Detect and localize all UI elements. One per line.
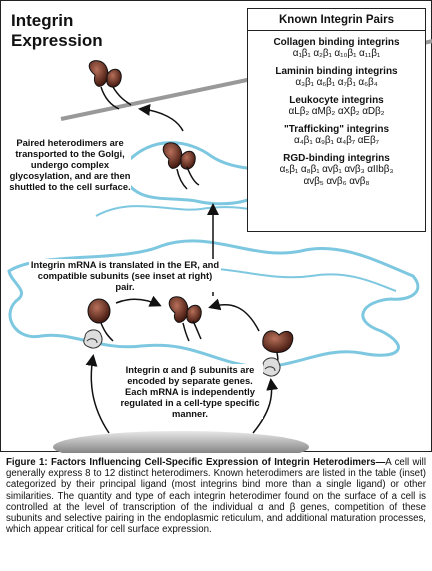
inset-header: Known Integrin Pairs [248,9,425,31]
group-collagen: Collagen binding integrins α₁β₁ α₂β₁ α₁₀… [248,37,425,60]
integrin-diagram [7,39,432,453]
group-name: Leukocyte integrins [289,95,384,106]
group-name: Collagen binding integrins [273,37,400,48]
title-line-1: Integrin [11,11,74,30]
golgi-integrin [162,142,200,190]
ribosome-right [261,357,281,377]
group-pairs: α₁β₁ α₂β₁ α₁₀β₁ α₁₁β₁ [292,48,381,59]
caption-body: A cell will generally express 8 to 12 di… [6,457,426,536]
arrow-beta-to-pair [208,298,260,332]
ribosome-left [83,329,103,349]
group-pairs: αLβ₂ αMβ₂ αXβ₂ αDβ₂ [288,106,385,117]
group-trafficking: "Trafficking" integrins α₄β₁ α₉β₁ α₄β₇ α… [248,124,425,147]
figure-caption: Figure 1: Factors Influencing Cell-Speci… [6,457,426,535]
title-line-2: Expression [11,31,103,50]
er-paired-integrin [168,296,202,342]
er-alpha-subunit [87,298,114,342]
caption-title: Figure 1: Factors Influencing Cell-Speci… [6,457,386,468]
surface-integrin [88,60,132,110]
group-name: Laminin binding integrins [275,66,398,77]
er-membrane [7,239,420,369]
group-name: "Trafficking" integrins [283,124,390,135]
group-rgd: RGD-binding integrins α₅β₁ α₈β₁ αvβ₁ αvβ… [248,153,425,188]
figure-panel: Integrin Expression Known Integrin Pairs… [0,0,432,453]
group-pairs: α₅β₁ α₈β₁ αvβ₁ αvβ₃ αIIbβ₃ [279,164,394,175]
figure-title: Integrin Expression [11,11,103,51]
group-laminin: Laminin binding integrins α₃β₁ α₆β₁ α₇β₁… [248,66,425,89]
arrow-gene-to-beta [252,378,279,434]
group-pairs: α₃β₁ α₆β₁ α₇β₁ α₆β₄ [295,77,378,88]
known-integrin-pairs-inset: Known Integrin Pairs Collagen binding in… [247,8,426,232]
golgi-membrane [119,141,270,206]
group-leukocyte: Leukocyte integrins αLβ₂ αMβ₂ αXβ₂ αDβ₂ [248,95,425,118]
arrow-alpha-to-pair [115,295,162,307]
group-name: RGD-binding integrins [283,153,390,164]
group-pairs: α₄β₁ α₉β₁ α₄β₇ αEβ₇ [294,135,379,146]
arrow-gene-to-alpha [85,354,110,434]
group-pairs-line-2: αvβ₅ αvβ₆ αvβ₈ [303,176,370,187]
nucleus-gene-region [53,431,309,453]
er-note: Integrin mRNA is translated in the ER, a… [29,259,221,292]
golgi-note: Paired heterodimers are transported to t… [9,137,131,192]
arrow-golgi-to-surface [138,103,184,132]
genes-note: Integrin α and β subunits are encoded by… [117,364,263,419]
